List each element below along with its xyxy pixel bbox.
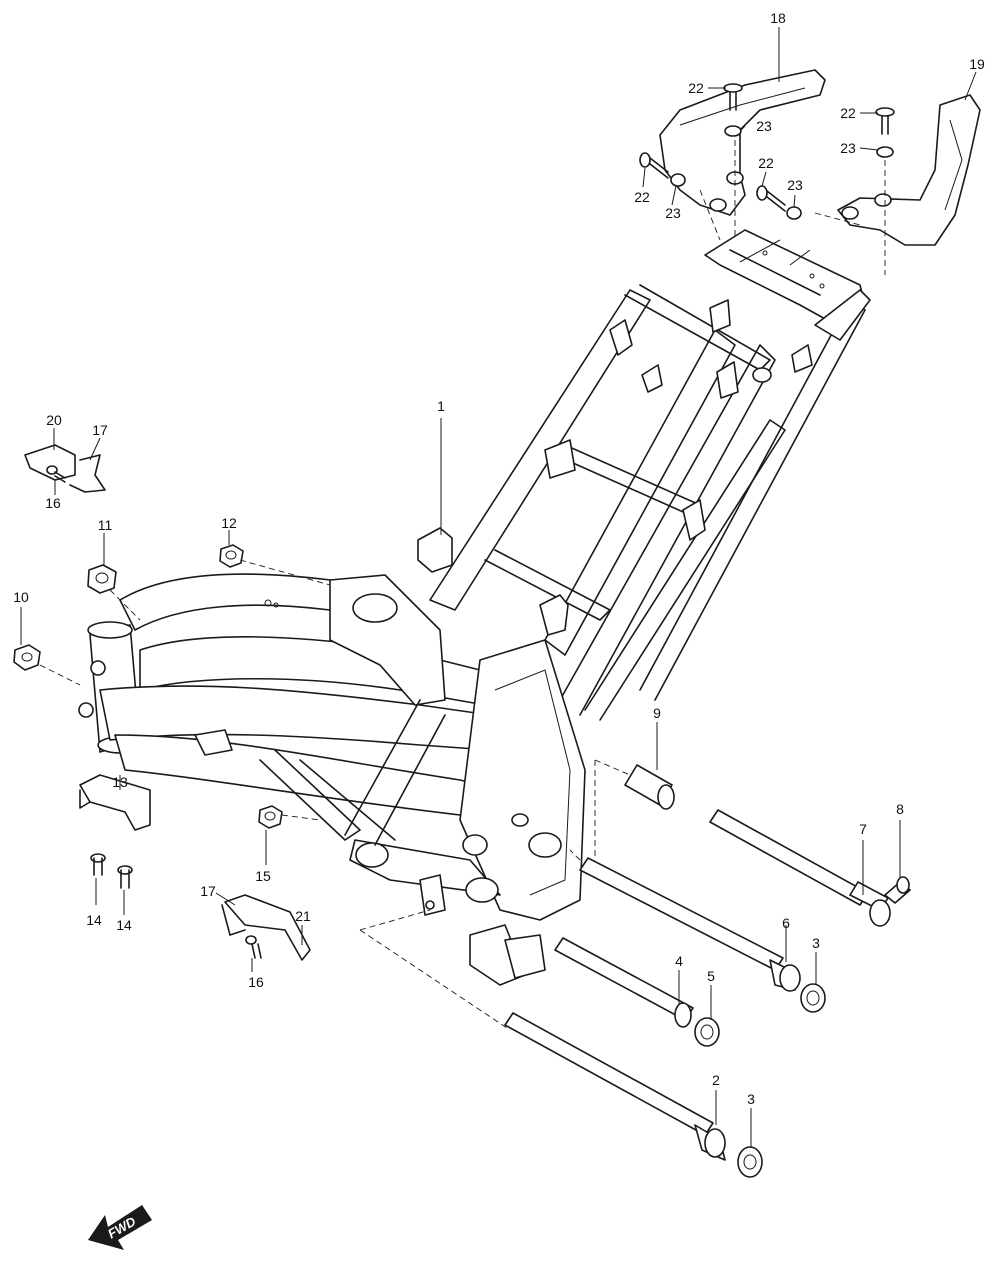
callout-11: 11 bbox=[98, 517, 113, 533]
clip-assembly-21 bbox=[221, 894, 311, 961]
callout-6: 6 bbox=[782, 915, 790, 931]
fwd-arrow-shape bbox=[88, 1205, 152, 1250]
alignment-lines bbox=[39, 140, 886, 1031]
callout-3-lower: 3 bbox=[747, 1091, 755, 1107]
callout-22-top: 22 bbox=[688, 80, 704, 96]
callout-23-mid: 23 bbox=[787, 177, 803, 193]
callout-23-left: 23 bbox=[665, 205, 681, 221]
engine-mount-bolts bbox=[504, 764, 911, 1178]
callout-22-mid: 22 bbox=[758, 155, 774, 171]
callout-8: 8 bbox=[896, 801, 904, 817]
callout-22-right: 22 bbox=[840, 105, 856, 121]
main-frame bbox=[78, 229, 871, 986]
callout-21: 21 bbox=[295, 908, 311, 924]
callout-9: 9 bbox=[653, 705, 661, 721]
callout-19: 19 bbox=[969, 56, 985, 72]
small-nuts bbox=[13, 544, 283, 829]
callout-15: 15 bbox=[255, 868, 271, 884]
callout-16-upper: 16 bbox=[45, 495, 61, 511]
grab-rail-19 bbox=[837, 94, 981, 246]
callout-12: 12 bbox=[221, 515, 237, 531]
callout-1: 1 bbox=[437, 398, 445, 414]
callout-16-lower: 16 bbox=[248, 974, 264, 990]
callout-20: 20 bbox=[46, 412, 62, 428]
callout-22-left: 22 bbox=[634, 189, 650, 205]
grab-rail-18 bbox=[659, 69, 826, 216]
callout-7: 7 bbox=[859, 821, 867, 837]
callout-18: 18 bbox=[770, 10, 786, 26]
callout-5: 5 bbox=[707, 968, 715, 984]
clip-assembly-20 bbox=[24, 444, 106, 493]
callout-23-right: 23 bbox=[840, 140, 856, 156]
callout-4: 4 bbox=[675, 953, 683, 969]
leader-lines bbox=[20, 27, 977, 1148]
callout-23-top: 23 bbox=[756, 118, 772, 134]
rail-fasteners bbox=[639, 83, 895, 220]
callout-14-left: 14 bbox=[86, 912, 102, 928]
callout-17-upper: 17 bbox=[92, 422, 108, 438]
fwd-arrow: FWD bbox=[88, 1205, 152, 1250]
callout-14-right: 14 bbox=[116, 917, 132, 933]
callout-13: 13 bbox=[112, 774, 128, 790]
bracket-13 bbox=[79, 774, 151, 889]
callout-2: 2 bbox=[712, 1072, 720, 1088]
callout-17-lower: 17 bbox=[200, 883, 216, 899]
callout-10: 10 bbox=[13, 589, 29, 605]
callout-labels: 1 2 3 3 4 5 6 7 8 9 10 11 12 13 14 14 15… bbox=[13, 10, 985, 1107]
callout-3-upper: 3 bbox=[812, 935, 820, 951]
